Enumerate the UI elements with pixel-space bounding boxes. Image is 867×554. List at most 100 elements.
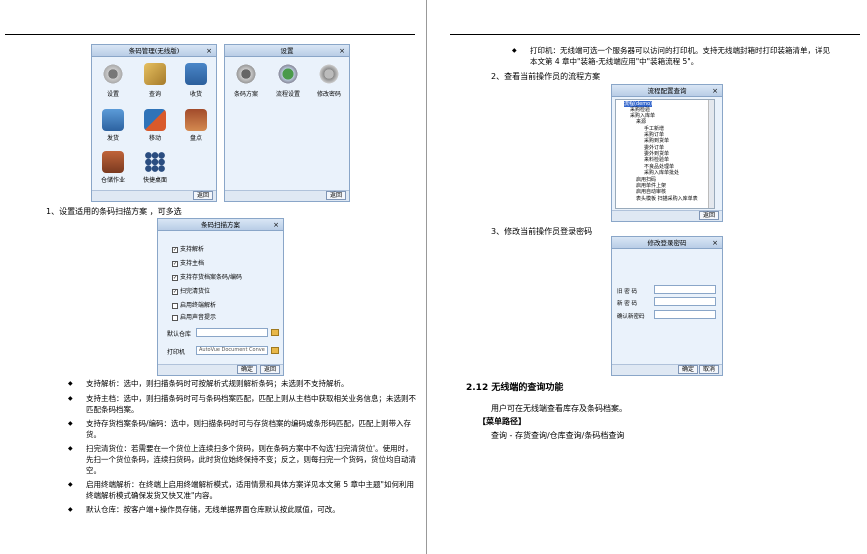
ok-button[interactable]: 确定 [236,365,257,374]
bullet-diamond-icon: ◆ [68,481,73,488]
window-titlebar: 修改登录密码 × [612,237,722,249]
tree-node[interactable]: 采购订单 [644,132,665,138]
scrollbar[interactable] [708,100,714,208]
bullet-diamond-icon: ◆ [68,506,73,513]
ok-button[interactable]: 确定 [677,365,698,374]
bullet-default-warehouse: ◆默认仓库：按客户端+操作员存储，无线单据界面仓库默认按此赋值，可改。 [68,505,340,514]
window-bottom-bar: 返回 [612,210,722,221]
tree-node[interactable]: 启用扫码 [636,177,657,183]
option-sound-prompt[interactable]: 启用声音提示 [172,312,216,321]
back-button[interactable]: 返回 [192,191,213,200]
close-icon[interactable]: × [206,47,212,55]
option-support-inventory-code[interactable]: ✓支持存货档案条码/编码 [172,274,243,281]
back-button[interactable]: 返回 [325,191,346,200]
close-icon[interactable]: × [712,87,718,95]
barcode-scan-scheme-window: 条码扫描方案 × ✓支持解析 ✓支持主档 ✓支持存货档案条码/编码 ✓扫完清货位… [157,218,284,376]
folder-icon[interactable] [271,329,279,336]
tree-node[interactable]: 委外到货单 [644,151,670,157]
bullet-diamond-icon: ◆ [68,445,73,452]
old-password-input[interactable] [654,285,716,294]
window-bottom-bar: 确定 返回 [158,364,283,375]
menu-label-settings: 设置 [106,91,119,98]
tree-node[interactable]: 采购到货单 [644,138,670,144]
window-titlebar: 流程配置查询 × [612,85,722,97]
window-bottom-bar: 确定 取消 [612,364,722,375]
menu-path-value: 查询 - 存货查询/仓库查询/条码档查询 [491,431,625,440]
confirm-password-input[interactable] [654,310,716,319]
close-icon[interactable]: × [273,221,279,229]
barcode-scheme-icon[interactable] [235,63,257,85]
window-title: 流程配置查询 [647,87,687,95]
option-clear-location[interactable]: ✓扫完清货位 [172,288,211,295]
settings-window: 设置 × 条码方案 流程设置 修改密码 返回 [224,44,350,202]
checkbox-checked-icon[interactable]: ✓ [172,288,178,295]
checkbox-checked-icon[interactable]: ✓ [172,274,178,281]
window-title: 条码扫描方案 [201,221,240,229]
option-support-master[interactable]: ✓支持主档 [172,260,205,267]
stocktake-icon[interactable] [185,109,207,131]
printer-input[interactable]: AutoVue Document Conve [196,346,268,355]
tree-node[interactable]: 采购入库单批处 [644,170,680,176]
quick-desktop-icon[interactable] [144,151,166,173]
tree-node[interactable]: 表头模板 扫描采购入库单表 [636,196,698,202]
checkbox-checked-icon[interactable]: ✓ [172,246,178,253]
flow-settings-icon[interactable] [277,63,299,85]
tree-node-root[interactable]: 流程(demo) [624,101,653,108]
warehouse-icon[interactable] [102,151,124,173]
change-password-window: 修改登录密码 × 旧 密 码 新 密 码 确认新密码 确定 取消 [611,236,723,376]
left-page-top-rule [5,34,415,35]
menu-path-label: 【菜单路径】 [478,417,526,426]
tree-node[interactable]: 手工新增 [644,126,665,132]
old-password-label: 旧 密 码 [617,289,637,295]
menu-label-ship: 发货 [106,135,119,142]
new-password-input[interactable] [654,297,716,306]
option-support-parse[interactable]: ✓支持解析 [172,246,205,253]
default-warehouse-input[interactable] [196,328,268,337]
window-title: 设置 [280,47,294,55]
bullet-support-inventory-code: ◆支持存货档案条码/编码：选中，则扫描条码时可与存货档案的编码或条形码匹配，匹配… [68,419,412,439]
right-page-top-rule [450,34,860,35]
tree-node[interactable]: 启用单件上架 [636,183,667,189]
tree-node[interactable]: 不良品处理单 [644,164,675,170]
query-icon[interactable] [144,63,166,85]
menu-label-query: 查询 [148,91,161,98]
checkbox-unchecked-icon[interactable] [172,302,178,309]
tree-node[interactable]: 委外订单 [644,145,665,151]
menu-label-warehouse: 仓储作业 [100,177,125,184]
bullet-terminal-parse: ◆启用终端解析：在终端上启用终端解析模式，适用情景和具体方案详见本文第 5 章中… [68,480,414,500]
window-title: 条码管理(无线版) [128,47,180,55]
checkbox-checked-icon[interactable]: ✓ [172,260,178,267]
tree-node[interactable]: 采购检验 [630,107,651,113]
bullet-diamond-icon: ◆ [68,420,73,427]
back-button[interactable]: 返回 [698,211,719,220]
bullet-diamond-icon: ◆ [68,380,73,387]
move-icon[interactable] [144,109,166,131]
menu-label-stocktake: 盘点 [189,135,202,142]
close-icon[interactable]: × [339,47,345,55]
menu-label-barcode-scheme: 条码方案 [233,91,258,98]
cancel-button[interactable]: 取消 [698,365,719,374]
tree-node[interactable]: 来源 [636,119,647,125]
option-terminal-parse[interactable]: 启用终端解析 [172,300,216,309]
window-titlebar: 设置 × [225,45,349,57]
back-button[interactable]: 返回 [259,365,280,374]
folder-icon[interactable] [271,347,279,354]
bullet-diamond-icon: ◆ [512,47,517,54]
tree-node[interactable]: 启用自动审核 [636,189,667,195]
receive-icon[interactable] [185,63,207,85]
ship-icon[interactable] [102,109,124,131]
change-password-icon[interactable] [318,63,340,85]
menu-label-flow-settings: 流程设置 [275,91,300,98]
tree-node[interactable]: 采购入库单 [630,113,656,119]
flow-config-query-window: 流程配置查询 × 流程(demo) 采购检验 采购入库单 来源 手工新增 采购订… [611,84,723,222]
tree-node[interactable]: 来料检验单 [644,157,670,163]
menu-label-quick-desktop: 快捷桌面 [142,177,167,184]
close-icon[interactable]: × [712,239,718,247]
bullet-printer: ◆打印机：无线端可选一个服务器可以访问的打印机。支持无线端封箱时打印装箱清单，详… [512,46,830,66]
bullet-diamond-icon: ◆ [68,395,73,402]
window-bottom-bar: 返回 [92,190,216,201]
menu-label-receive: 收货 [189,91,202,98]
step-2-text: 2、查看当前操作员的流程方案 [491,72,601,81]
settings-icon[interactable] [102,63,124,85]
checkbox-unchecked-icon[interactable] [172,314,178,321]
